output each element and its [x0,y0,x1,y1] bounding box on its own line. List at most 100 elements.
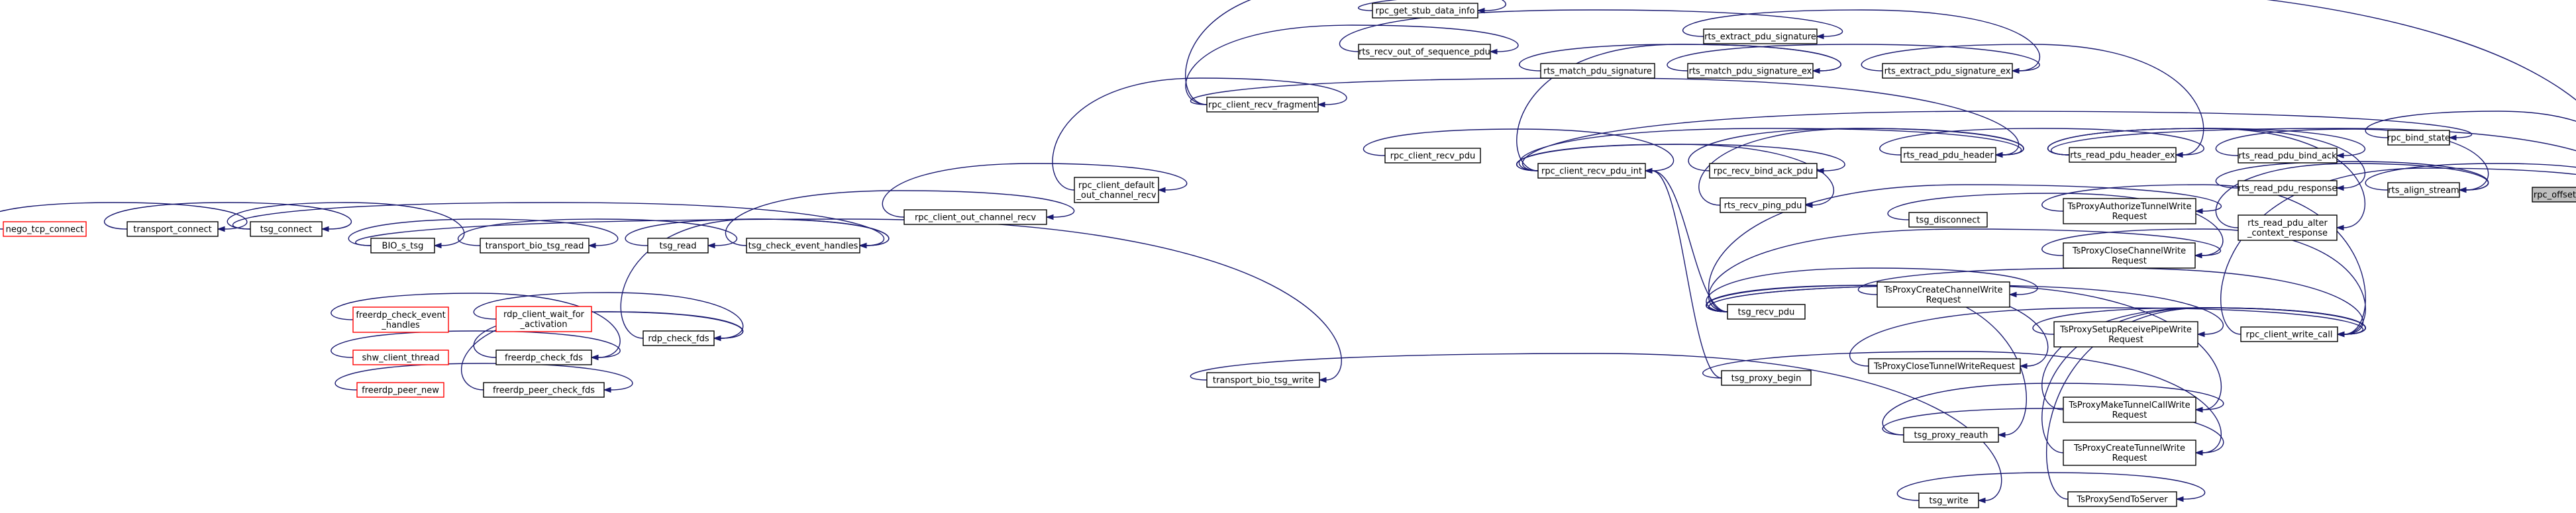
node-rts-recv-ping-pdu[interactable]: rts_recv_ping_pdu [1720,197,1806,213]
node-bio-s-tsg[interactable]: BIO_s_tsg [370,238,435,254]
edge-line [1882,408,2224,453]
node-rts-read-pdu-alter-context-response[interactable]: rts_read_pdu_alter_context_response [2238,214,2338,241]
node-tsproxyclosetunnelwriterequest[interactable]: TsProxyCloseTunnelWriteRequest [1868,358,2021,374]
node-label: Request [2108,335,2143,345]
node-rts-extract-pdu-signature-ex[interactable]: rts_extract_pdu_signature_ex [1882,63,2013,79]
node-shw-client-thread[interactable]: shw_client_thread [352,350,449,365]
edge-rpc-client-out-channel-recv-to-rpc-client-default-out-channel-recv [882,163,1188,218]
node-rts-read-pdu-bind-ack[interactable]: rts_read_pdu_bind_ack [2238,148,2338,163]
node-rts-read-pdu-header[interactable]: rts_read_pdu_header [1900,147,1996,163]
node-rts-match-pdu-signature[interactable]: rts_match_pdu_signature [1540,63,1655,79]
node-label: Request [2112,256,2147,266]
node-label: rts_recv_out_of_sequence_pdu [1359,48,1490,58]
edge-line [2365,163,2576,191]
edge-rts-match-pdu-signature-ex-to-rts-extract-pdu-signature-ex [1667,44,2040,74]
node-label: tsg_proxy_reauth [1914,431,1988,441]
node-tsg-recv-pdu[interactable]: tsg_recv_pdu [1727,304,1806,320]
node-rts-align-stream[interactable]: rts_align_stream [2387,182,2460,198]
node-label: rpc_bind_state [2387,134,2450,144]
node-nego-tcp-connect[interactable]: nego_tcp_connect [3,221,87,237]
edge-transport-bio-tsg-read-to-tsg-read [457,218,738,249]
edge-rpc-client-recv-fragment-to-rts-read-pdu-header [1190,77,2020,158]
node-tsproxysendtoserver[interactable]: TsProxySendToServer [2067,491,2177,507]
node-rpc-recv-bind-ack-pdu[interactable]: rpc_recv_bind_ack_pdu [1709,163,1818,179]
node-transport-bio-tsg-write[interactable]: transport_bio_tsg_write [1206,372,1320,388]
node-box [1206,372,1320,388]
node-tsg-proxy-reauth[interactable]: tsg_proxy_reauth [1903,427,1999,443]
node-label: transport_connect [133,225,211,235]
node-rpc-client-default-out-channel-recv[interactable]: rpc_client_default_out_channel_recv [1074,177,1159,203]
node-box [356,382,444,398]
edge-line [1516,44,1841,171]
node-rdp-check-fds[interactable]: rdp_check_fds [643,330,715,346]
edge-line [2365,111,2576,138]
edge-line [2215,163,2489,228]
node-rpc-get-stub-data-info[interactable]: rpc_get_stub_data_info [1372,3,1478,19]
node-tsg-disconnect[interactable]: tsg_disconnect [1908,212,1988,228]
node-label: rts_read_pdu_alter [2247,218,2328,228]
node-label: _out_channel_recv [1076,191,1156,201]
node-tsg-proxy-begin[interactable]: tsg_proxy_begin [1721,370,1812,386]
node-label: rdp_client_wait_for [503,310,585,320]
edge-rts-read-pdu-header-to-rts-read-pdu-header-ex [1879,128,2204,158]
node-rpc-client-recv-pdu-int[interactable]: rpc_client_recv_pdu_int [1537,163,1646,179]
node-box [2069,147,2177,163]
edge-line [620,218,890,339]
node-label: tsg_connect [260,225,312,235]
node-rpc-client-recv-fragment[interactable]: rpc_client_recv_fragment [1206,97,1319,113]
node-freerdp-check-event-handles[interactable]: freerdp_check_event_handles [352,306,449,333]
node-rts-recv-out-of-sequence-pdu[interactable]: rts_recv_out_of_sequence_pdu [1358,44,1491,60]
node-label: TsProxySendToServer [2076,495,2168,505]
node-rpc-client-write-call[interactable]: rpc_client_write_call [2240,326,2338,342]
node-box [647,238,709,254]
node-freerdp-check-fds[interactable]: freerdp_check_fds [495,350,592,365]
edge-freerdp-peer-check-fds-to-rdp-check-fds [460,311,743,391]
node-rdp-client-wait-for-activation[interactable]: rdp_client_wait_for_activation [495,306,592,332]
node-tsg-connect[interactable]: tsg_connect [250,221,323,237]
node-rts-read-pdu-response[interactable]: rts_read_pdu_response [2238,180,2338,196]
edge-rts-recv-out-of-sequence-pdu-to-rts-extract-pdu-signature [1339,9,1843,52]
edge-arrowhead [1318,377,1327,383]
node-freerdp-peer-check-fds[interactable]: freerdp_peer_check_fds [483,382,605,398]
node-transport-bio-tsg-read[interactable]: transport_bio_tsg_read [480,238,590,254]
node-box [1537,163,1646,179]
node-rpc-client-out-channel-recv[interactable]: rpc_client_out_channel_recv [903,209,1047,225]
edge-arrowhead [2336,331,2345,338]
edge-line [1682,9,2041,71]
edge-arrowhead [858,242,867,249]
node-box [1721,370,1812,386]
edge-line [355,218,1342,381]
node-rts-match-pdu-signature-ex[interactable]: rts_match_pdu_signature_ex [1687,63,1814,79]
edge-arrowhead [1045,214,1054,220]
node-rts-read-pdu-header-ex[interactable]: rts_read_pdu_header_ex [2069,147,2177,163]
node-box [1908,212,1988,228]
node-label: rts_align_stream [2388,186,2459,196]
node-rpc-client-recv-pdu[interactable]: rpc_client_recv_pdu [1384,148,1481,163]
edge-line [1516,144,1835,206]
node-tsg-write[interactable]: tsg_write [1918,492,1979,508]
node-box [2387,130,2450,146]
node-rpc-bind-state[interactable]: rpc_bind_state [2387,130,2450,146]
edge-rpc-client-default-out-channel-recv-to-rpc-client-recv-fragment [1052,77,1347,191]
edge-rpc-get-stub-data-info-to-rpc-offset-align [1358,0,2576,101]
node-box [127,221,219,237]
node-tsg-check-event-handles[interactable]: tsg_check_event_handles [746,238,860,254]
node-freerdp-peer-new[interactable]: freerdp_peer_new [356,382,444,398]
node-transport-connect[interactable]: transport_connect [127,221,219,237]
node-label: freerdp_check_event [356,310,445,320]
node-label: freerdp_peer_new [362,386,439,396]
node-label: TsProxyCreateChannelWrite [1883,285,2002,295]
node-label: BIO_s_tsg [382,242,424,252]
node-rts-extract-pdu-signature[interactable]: rts_extract_pdu_signature [1703,28,1818,44]
node-rpc-offset-align[interactable]: rpc_offset_align [2532,187,2576,203]
node-tsg-read[interactable]: tsg_read [647,238,709,254]
edge-line [348,218,619,246]
edge-rts-read-pdu-header-ex-to-rpc-offset-align [2050,128,2576,156]
